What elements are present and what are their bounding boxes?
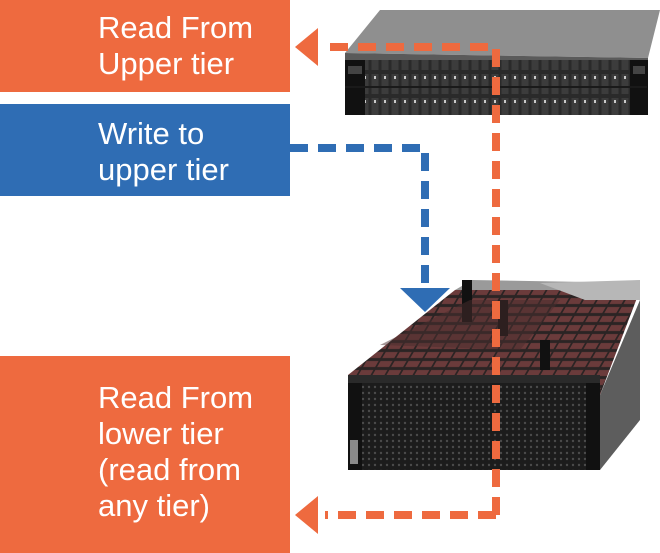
read-upper-line-2: Upper tier [98,46,235,81]
read-lower-arrow [295,496,496,534]
read-lower-line-1: Read From [98,380,254,415]
write-arrowhead-icon [400,288,450,312]
read-upper-tier-label: Read From Upper tier [0,0,290,92]
write-arrow [290,144,450,312]
read-lower-line-4: any tier) [98,488,210,523]
read-lower-tier-label: Read From lower tier (read from any tier… [0,356,290,553]
read-upper-arrow [295,28,500,515]
write-upper-line-2: upper tier [98,152,229,187]
read-lower-line-2: lower tier [98,416,224,451]
write-upper-tier-label: Write to upper tier [0,104,290,196]
read-upper-line-1: Read From [98,10,254,45]
write-upper-line-1: Write to [98,116,205,151]
read-lower-line-3: (read from [98,452,241,487]
upper-server-image [345,10,660,115]
read-lower-arrowhead-icon [295,496,318,534]
read-upper-arrowhead-icon [295,28,318,66]
